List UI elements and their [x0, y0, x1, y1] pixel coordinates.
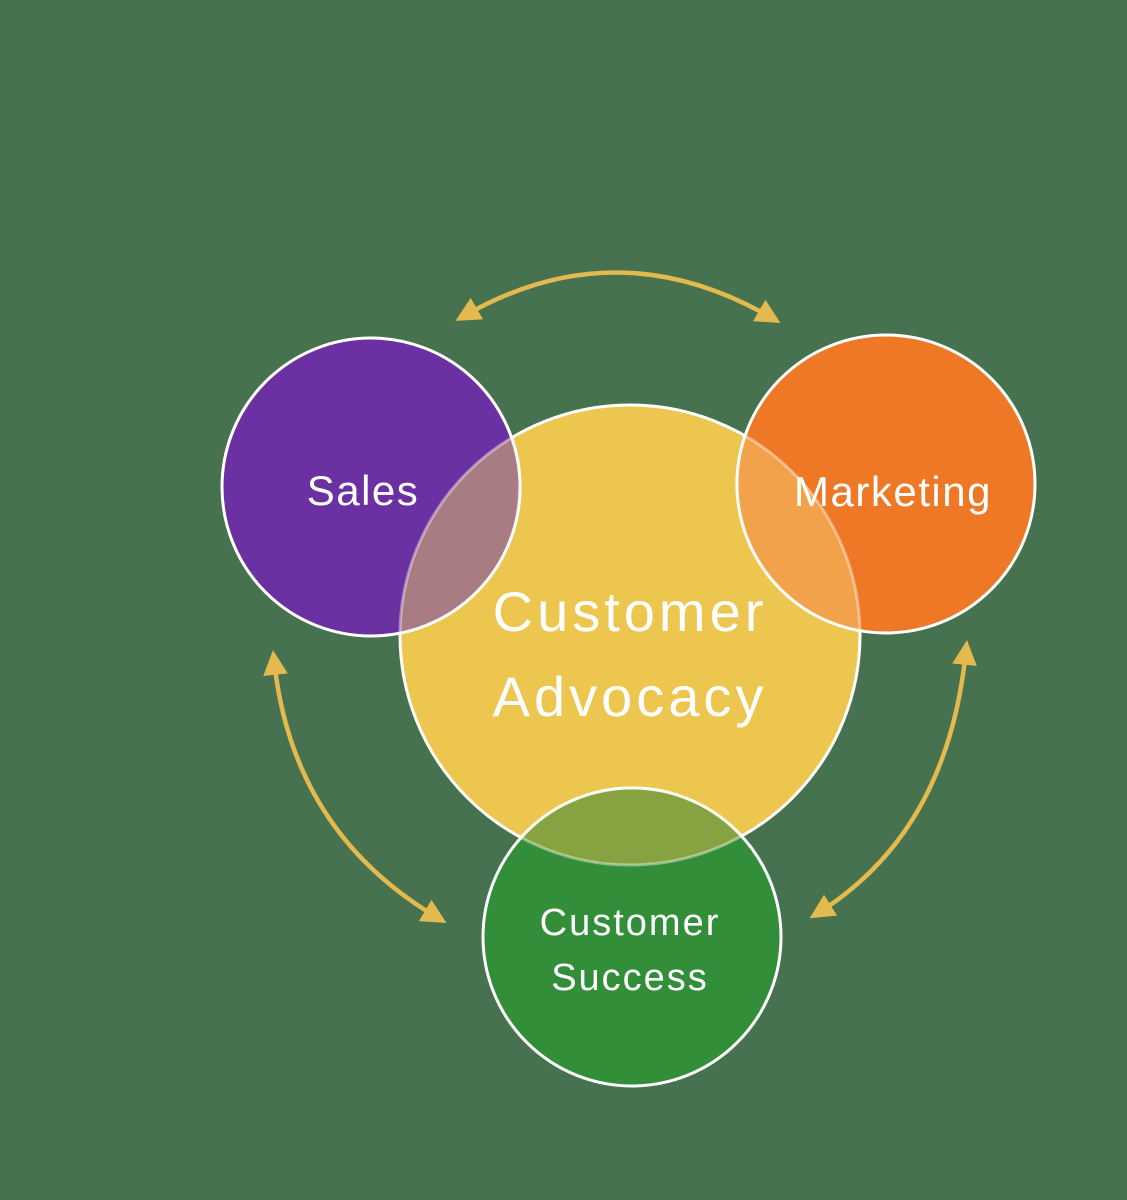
- arrow-sales-marketing: [455, 270, 781, 323]
- customer-success-label-line1: Customer: [540, 902, 721, 944]
- arrow-sales-customer-success: [263, 650, 447, 924]
- customer-success-label-line2: Success: [551, 957, 709, 999]
- customer-advocacy-label-line2: Advocacy: [493, 665, 768, 728]
- advocacy-rim-under-success: [483, 788, 781, 867]
- marketing-label: Marketing: [794, 468, 992, 515]
- customer-advocacy-label-line1: Customer: [493, 580, 768, 643]
- sales-label: Sales: [307, 467, 420, 514]
- arrow-marketing-customer-success: [809, 640, 977, 919]
